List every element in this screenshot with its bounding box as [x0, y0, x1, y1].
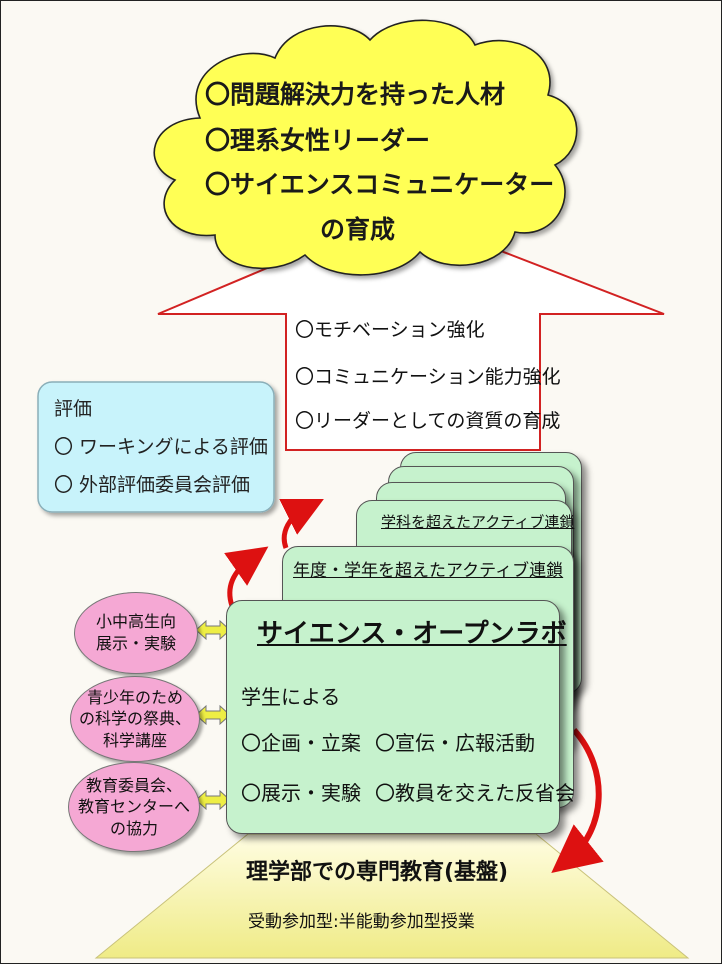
curved-arrow-1 — [224, 546, 269, 607]
chain-year-label: 年度・学年を超えたアクティブ連鎖 — [293, 561, 564, 581]
evaluation-item-2: 〇 外部評価委員会評価 — [54, 474, 251, 496]
goal-line-1: 〇問題解決力を持った人材 — [205, 80, 506, 109]
activity-2-line-2: の科学の祭典、 — [78, 709, 191, 729]
science-lab-subtitle: 学生による — [241, 685, 341, 709]
activity-2-line-3: 科学講座 — [102, 730, 167, 750]
science-lab-item-3: 〇展示・実験 — [241, 781, 361, 805]
foundation-subtitle: 受動参加型:半能動参加型授業 — [248, 912, 475, 932]
science-lab-title: サイエンス・オープンラボ — [257, 619, 567, 649]
goal-line-2: 〇理系女性リーダー — [205, 126, 431, 155]
foundation-title: 理学部での専門教育(基盤) — [246, 860, 509, 885]
goal-line-4: の育成 — [320, 215, 396, 244]
activity-1-line-2: 展示・実験 — [95, 634, 176, 653]
science-lab-item-2: 〇宣伝・広報活動 — [375, 731, 535, 755]
arrow-line-1: 〇モチベーション強化 — [295, 319, 485, 341]
activity-3-line-1: 教育委員会、 — [85, 775, 182, 795]
foundation-shape — [94, 833, 690, 959]
curved-arrow-2 — [279, 499, 324, 549]
goal-line-3: 〇サイエンスコミュニケーター — [205, 170, 555, 199]
chain-department-label: 学科を超えたアクティブ連鎖 — [381, 513, 575, 531]
evaluation-box — [37, 381, 275, 513]
activity-2-line-1: 青少年のため — [86, 687, 183, 707]
evaluation-title: 評価 — [54, 398, 93, 420]
connector-1 — [195, 619, 231, 641]
activity-pill-2: 青少年のため の科学の祭典、 科学講座 — [70, 676, 200, 762]
activity-pill-1: 小中高生向 展示・実験 — [74, 592, 198, 674]
curved-arrow-3 — [551, 727, 604, 874]
science-open-lab-card: サイエンス・オープンラボ 学生による 〇企画・立案 〇宣伝・広報活動 〇展示・実… — [226, 600, 575, 834]
connector-2 — [195, 704, 231, 726]
activity-1-line-1: 小中高生向 — [95, 612, 176, 632]
science-lab-item-4: 〇教員を交えた反省会 — [375, 781, 575, 805]
arrow-line-3: 〇リーダーとしての資質の育成 — [295, 410, 561, 432]
arrow-line-2: 〇コミュニケーション能力強化 — [295, 366, 561, 388]
activity-3-line-2: 教育センターへ — [77, 797, 190, 817]
growth-arrow — [157, 210, 665, 451]
connector-3 — [195, 789, 231, 811]
goals-cloud — [153, 19, 578, 276]
activity-pill-3: 教育委員会、 教育センターへ の協力 — [68, 762, 200, 852]
science-lab-item-1: 〇企画・立案 — [241, 731, 361, 755]
evaluation-item-1: 〇 ワーキングによる評価 — [54, 436, 268, 458]
activity-3-line-3: の協力 — [109, 818, 158, 838]
